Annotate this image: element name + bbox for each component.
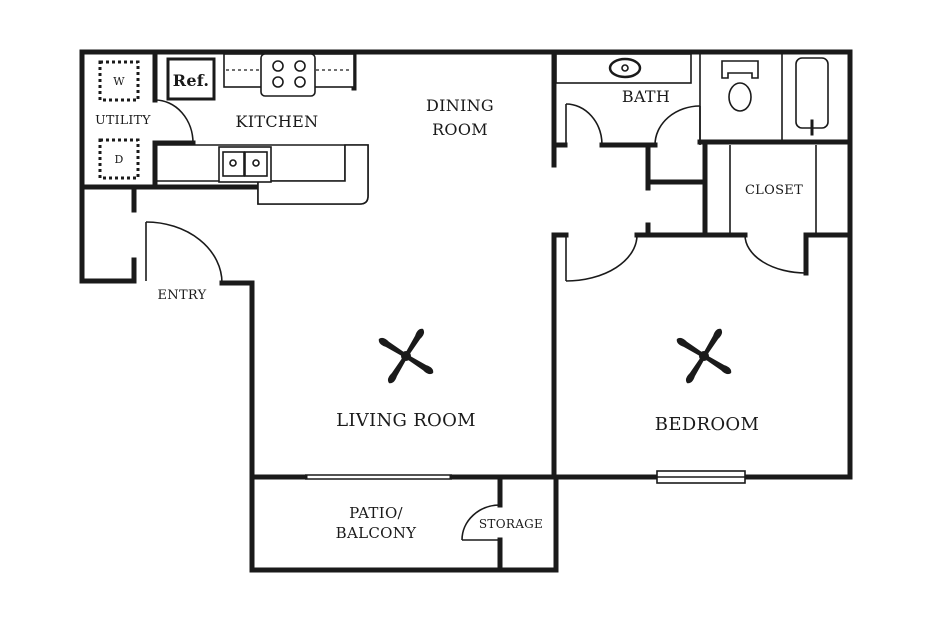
sliding-door <box>305 474 452 480</box>
toilet-icon <box>721 60 759 112</box>
stove-icon <box>260 53 316 97</box>
room-label-kitchen: KITCHEN <box>236 112 319 131</box>
room-label-entry: ENTRY <box>157 288 206 303</box>
room-label-bath: BATH <box>622 87 670 106</box>
room-label-patio-line2: BALCONY <box>336 524 418 542</box>
dryer: D <box>98 138 140 180</box>
bedroom-window <box>656 470 746 484</box>
room-label-living: LIVING ROOM <box>336 410 476 431</box>
room-label-patio-line1: PATIO/ <box>349 504 403 522</box>
ceiling-fan-icon <box>676 328 732 384</box>
interior-walls <box>79 49 853 573</box>
room-label-dining-line1: DINING <box>426 96 494 115</box>
room-label-storage: STORAGE <box>479 517 543 531</box>
washer: W <box>98 60 140 102</box>
sink-icon <box>608 57 642 79</box>
exterior-walls <box>79 49 853 573</box>
sink-icon <box>218 146 272 183</box>
dryer-label: D <box>114 153 123 166</box>
room-label-bedroom: BEDROOM <box>655 414 759 435</box>
door-swings <box>145 99 807 541</box>
refrigerator: Ref. <box>166 57 216 101</box>
room-label-dining-line2: ROOM <box>432 120 488 139</box>
washer-label: W <box>113 75 125 88</box>
room-label-closet: CLOSET <box>745 183 803 198</box>
bathtub-icon <box>795 57 829 136</box>
kitchen-counter-bar <box>157 144 369 205</box>
ceiling-fan-icon <box>378 328 434 384</box>
room-label-utility: UTILITY <box>95 112 151 127</box>
refrigerator-label: Ref. <box>173 71 210 90</box>
